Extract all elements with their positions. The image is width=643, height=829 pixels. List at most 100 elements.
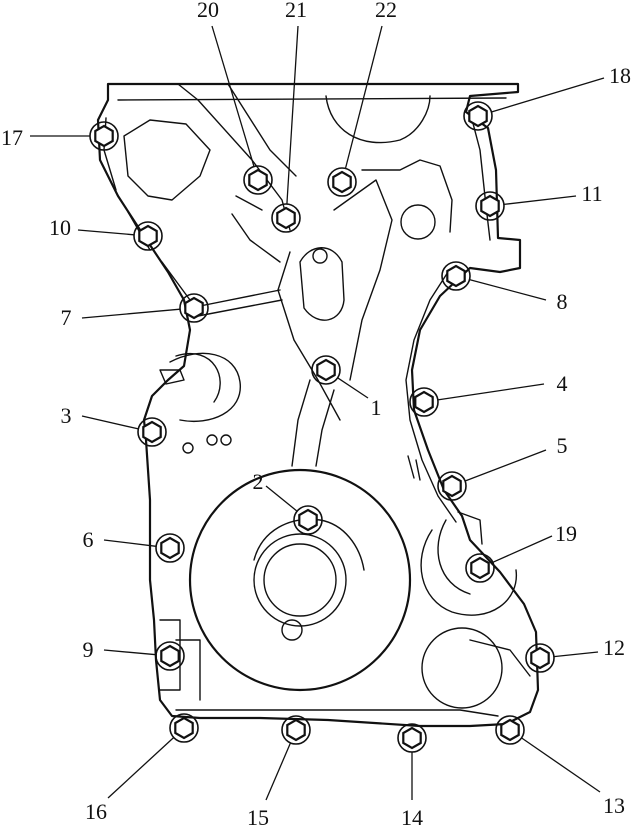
bolt-20 [243, 165, 273, 195]
bolt-7 [179, 293, 209, 323]
bolt-washer [441, 261, 471, 291]
leader-line-9 [103, 649, 157, 656]
bolt-17 [89, 121, 119, 151]
leader-line-20 [211, 25, 255, 167]
bolt-head [160, 536, 180, 560]
callout-label-19: 19 [555, 521, 577, 546]
callout-label-5: 5 [557, 433, 568, 458]
callout-label-15: 15 [247, 805, 269, 829]
bolt-layer [89, 101, 555, 753]
callout-label-4: 4 [557, 371, 568, 396]
bolt-washer [155, 533, 185, 563]
callout-label-22: 22 [375, 0, 397, 22]
bolt-head [480, 194, 500, 218]
bolt-head [402, 726, 422, 750]
bolt-head [94, 124, 114, 148]
leader-line-10 [77, 229, 135, 236]
bolt-19 [465, 553, 495, 583]
callout-label-14: 14 [401, 805, 423, 829]
bolt-5 [437, 471, 467, 501]
bolt-washer [281, 715, 311, 745]
bolt-12 [525, 643, 555, 673]
bolt-2 [293, 505, 323, 535]
bolt-head [316, 358, 336, 382]
bolt-washer [133, 221, 163, 251]
leader-line-6 [103, 539, 157, 547]
bolt-9 [155, 641, 185, 671]
bolt-washer [525, 643, 555, 673]
leader-line-13 [521, 737, 601, 793]
bolt-13 [495, 715, 525, 745]
cover-body [96, 82, 540, 728]
bolt-head [500, 718, 520, 742]
bolt-washer [463, 101, 493, 131]
leader-line-4 [437, 383, 545, 401]
leader-line-3 [81, 415, 139, 430]
bolt-washer [179, 293, 209, 323]
bolt-head [138, 224, 158, 248]
leader-line-11 [503, 195, 577, 206]
bolt-washer [169, 713, 199, 743]
bolt-head [442, 474, 462, 498]
bolt-8 [441, 261, 471, 291]
bolt-1 [311, 355, 341, 385]
bolt-head [174, 716, 194, 740]
bolt-head [468, 104, 488, 128]
leader-line-19 [492, 535, 553, 563]
bolt-head [298, 508, 318, 532]
callout-label-7: 7 [61, 305, 72, 330]
bolt-head [248, 168, 268, 192]
bolt-head [142, 420, 162, 444]
callout-label-8: 8 [557, 289, 568, 314]
bolt-head [160, 644, 180, 668]
bolt-6 [155, 533, 185, 563]
leader-line-22 [344, 25, 383, 169]
bolt-3 [137, 417, 167, 447]
bolt-head [184, 296, 204, 320]
callout-label-10: 10 [49, 215, 71, 240]
bolt-washer [271, 203, 301, 233]
bolt-washer [155, 641, 185, 671]
callout-label-3: 3 [61, 403, 72, 428]
bolt-head [414, 390, 434, 414]
bolt-head [470, 556, 490, 580]
bolt-washer [409, 387, 439, 417]
bolt-11 [475, 191, 505, 221]
callout-label-6: 6 [83, 527, 94, 552]
bolt-head [530, 646, 550, 670]
bolt-head [276, 206, 296, 230]
leader-line-12 [553, 651, 599, 658]
leader-line-16 [107, 737, 175, 799]
callout-label-11: 11 [581, 181, 602, 206]
bolt-washer [437, 471, 467, 501]
bolt-washer [475, 191, 505, 221]
bolt-21 [271, 203, 301, 233]
callout-label-18: 18 [609, 63, 631, 88]
leader-line-5 [464, 449, 547, 482]
callout-label-17: 17 [1, 125, 23, 150]
leader-line-8 [469, 278, 547, 301]
bolt-washer [465, 553, 495, 583]
leader-line-2 [265, 485, 298, 512]
bolt-washer [243, 165, 273, 195]
leader-line-18 [491, 77, 605, 113]
bolt-14 [397, 723, 427, 753]
leader-line-7 [81, 308, 181, 319]
bolt-head [446, 264, 466, 288]
leader-line-1 [337, 377, 369, 399]
callout-label-16: 16 [85, 799, 107, 824]
callout-label-2: 2 [253, 469, 264, 494]
leader-line-21 [286, 25, 299, 205]
bolt-washer [311, 355, 341, 385]
bolt-18 [463, 101, 493, 131]
bolt-head [286, 718, 306, 742]
callout-label-1: 1 [371, 395, 382, 420]
callout-label-21: 21 [285, 0, 307, 22]
bolt-15 [281, 715, 311, 745]
bolt-washer [495, 715, 525, 745]
leader-line-15 [265, 742, 292, 801]
callout-label-12: 12 [603, 635, 625, 660]
bolt-washer [293, 505, 323, 535]
